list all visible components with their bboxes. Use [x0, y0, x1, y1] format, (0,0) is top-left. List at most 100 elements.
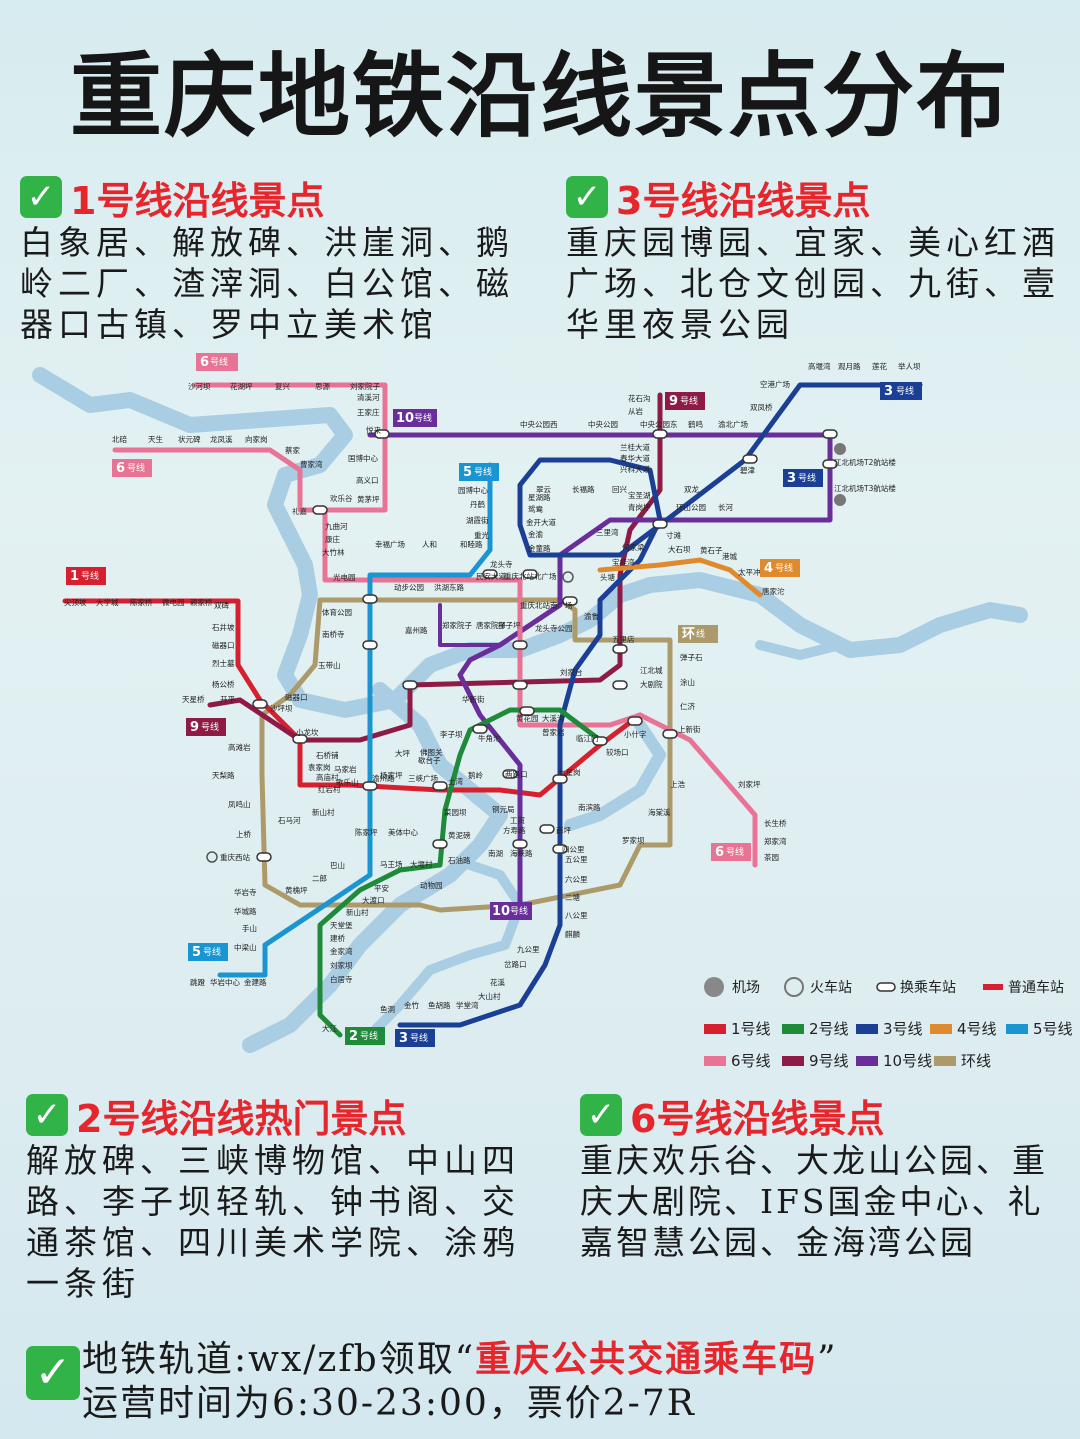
- svg-text:2: 2: [349, 1029, 358, 1044]
- svg-text:上新街: 上新街: [678, 724, 701, 734]
- svg-text:举人坝: 举人坝: [898, 361, 921, 371]
- svg-text:花溪: 花溪: [490, 977, 505, 987]
- svg-text:大溪沟: 大溪沟: [542, 713, 565, 723]
- map-legend: 机场 火车站 换乘车站 普通车站: [704, 977, 1064, 997]
- svg-text:宝圣湖: 宝圣湖: [628, 490, 651, 500]
- legend-line5: 5号线: [1006, 1018, 1073, 1039]
- legend-line6: 6号线: [704, 1050, 771, 1071]
- train-station-icon: [206, 571, 574, 863]
- check-icon: ✓: [580, 1094, 622, 1136]
- svg-text:巴山: 巴山: [330, 860, 345, 870]
- svg-text:号线: 号线: [201, 721, 219, 733]
- svg-text:南桥寺: 南桥寺: [322, 629, 345, 639]
- section-heading: 3号线沿线景点: [616, 178, 871, 223]
- svg-text:体育公园: 体育公园: [322, 607, 352, 617]
- svg-text:二郎: 二郎: [312, 873, 327, 883]
- line-badge: 3 号线: [783, 469, 823, 487]
- transfer-stations: [252, 429, 838, 862]
- svg-text:4: 4: [764, 561, 773, 576]
- section-line3: ✓ 3号线沿线景点 重庆园博园、宜家、美心红酒广场、北仓文创园、九街、壹华里夜景…: [566, 174, 1066, 345]
- svg-text:花石沟: 花石沟: [628, 393, 651, 403]
- svg-text:江北城: 江北城: [640, 666, 663, 675]
- svg-text:二塘: 二塘: [565, 892, 580, 902]
- svg-text:1: 1: [70, 569, 79, 584]
- svg-text:中梁山: 中梁山: [234, 942, 257, 952]
- svg-text:高庙村: 高庙村: [316, 772, 339, 782]
- svg-text:礼嘉: 礼嘉: [292, 506, 307, 516]
- section-body: 解放碑、三峡博物馆、中山四路、李子坝轻轨、钟书阁、交通茶馆、四川美术学院、涂鸦一…: [26, 1141, 520, 1303]
- svg-text:星湖路: 星湖路: [528, 492, 551, 502]
- svg-text:狮子坪: 狮子坪: [498, 621, 521, 630]
- svg-text:沙河坝: 沙河坝: [188, 382, 211, 391]
- svg-text:岔路口: 岔路口: [504, 959, 527, 969]
- line5-path: [217, 462, 493, 978]
- svg-text:大渡口: 大渡口: [362, 895, 385, 905]
- svg-text:江北机场T3航站楼: 江北机场T3航站楼: [834, 483, 896, 493]
- svg-text:牛角沱: 牛角沱: [478, 733, 501, 743]
- svg-text:和睦路: 和睦路: [460, 539, 483, 549]
- svg-text:大山村: 大山村: [478, 991, 501, 1001]
- line-badge: 9 号线: [665, 392, 705, 410]
- line-badge: 3 号线: [880, 382, 922, 400]
- svg-text:天堂堡: 天堂堡: [330, 920, 353, 930]
- svg-text:曹家湾: 曹家湾: [300, 459, 323, 469]
- svg-text:人和: 人和: [422, 540, 437, 549]
- svg-text:碧津: 碧津: [740, 465, 755, 475]
- svg-text:南坪: 南坪: [556, 825, 571, 835]
- svg-text:嘉州路: 嘉州路: [405, 625, 428, 635]
- quote-close: ”: [817, 1339, 838, 1380]
- svg-text:石井坡: 石井坡: [212, 622, 235, 632]
- svg-text:尖顶坡: 尖顶坡: [64, 597, 87, 607]
- svg-text:杨公桥: 杨公桥: [212, 679, 235, 689]
- svg-text:麒麟: 麒麟: [565, 929, 580, 939]
- svg-text:翠云: 翠云: [536, 485, 551, 494]
- section-heading: 1号线沿线景点: [70, 178, 325, 223]
- svg-text:黄石子: 黄石子: [700, 545, 723, 555]
- line3-path: [397, 382, 923, 1028]
- svg-text:寸滩: 寸滩: [666, 530, 681, 540]
- svg-text:仁济: 仁济: [680, 701, 695, 711]
- svg-text:号线: 号线: [210, 356, 228, 368]
- check-icon: ✓: [566, 176, 608, 218]
- line6-path: [192, 382, 758, 868]
- svg-text:高义口: 高义口: [356, 475, 379, 485]
- svg-text:状元碑: 状元碑: [178, 434, 201, 444]
- svg-text:白居寺: 白居寺: [330, 974, 353, 984]
- line2-path: [317, 707, 603, 1038]
- svg-text:歇台子: 歇台子: [418, 755, 441, 765]
- svg-text:3: 3: [787, 471, 796, 486]
- line-badge: 10 号线: [490, 902, 532, 920]
- svg-text:刘家台: 刘家台: [560, 667, 583, 677]
- svg-text:6: 6: [715, 845, 724, 860]
- svg-text:环山公园: 环山公园: [676, 502, 706, 512]
- svg-text:鱼洞: 鱼洞: [380, 1004, 395, 1014]
- svg-text:号线: 号线: [81, 570, 99, 582]
- svg-text:9: 9: [190, 720, 199, 735]
- svg-text:高滩岩: 高滩岩: [228, 742, 251, 752]
- svg-text:新山村: 新山村: [312, 807, 335, 817]
- svg-text:线: 线: [696, 628, 705, 640]
- svg-text:思源: 思源: [315, 382, 330, 391]
- svg-text:鹅岭: 鹅岭: [468, 770, 483, 780]
- line-badge: 3 号线: [395, 1029, 435, 1047]
- svg-text:鱼胡路: 鱼胡路: [428, 1000, 451, 1010]
- line-badge: 环 线: [678, 625, 718, 643]
- line-badge: 6 号线: [112, 459, 152, 477]
- svg-text:大坪: 大坪: [395, 748, 410, 758]
- svg-text:三峡广场: 三峡广场: [408, 773, 438, 783]
- svg-text:大江: 大江: [322, 1023, 337, 1033]
- svg-text:四公里: 四公里: [562, 845, 585, 854]
- svg-text:华新街: 华新街: [462, 694, 485, 704]
- svg-text:号线: 号线: [510, 905, 528, 917]
- svg-text:渝鲁: 渝鲁: [584, 611, 599, 621]
- svg-text:长生桥: 长生桥: [764, 818, 787, 828]
- station-labels: 沙河坝 花湖坪 复兴 思源 刘家院子 清溪河 王家庄 悦来 北碚 天生 状元碑 …: [64, 361, 921, 1033]
- svg-text:5: 5: [463, 465, 472, 480]
- svg-text:黄花园: 黄花园: [516, 713, 539, 723]
- line-badge: 6 号线: [196, 353, 238, 371]
- svg-text:杨家坪: 杨家坪: [380, 770, 403, 780]
- svg-text:清溪河: 清溪河: [357, 392, 380, 402]
- svg-text:双凤桥: 双凤桥: [750, 402, 773, 412]
- svg-text:号线: 号线: [896, 385, 914, 397]
- svg-text:建桥: 建桥: [330, 933, 345, 943]
